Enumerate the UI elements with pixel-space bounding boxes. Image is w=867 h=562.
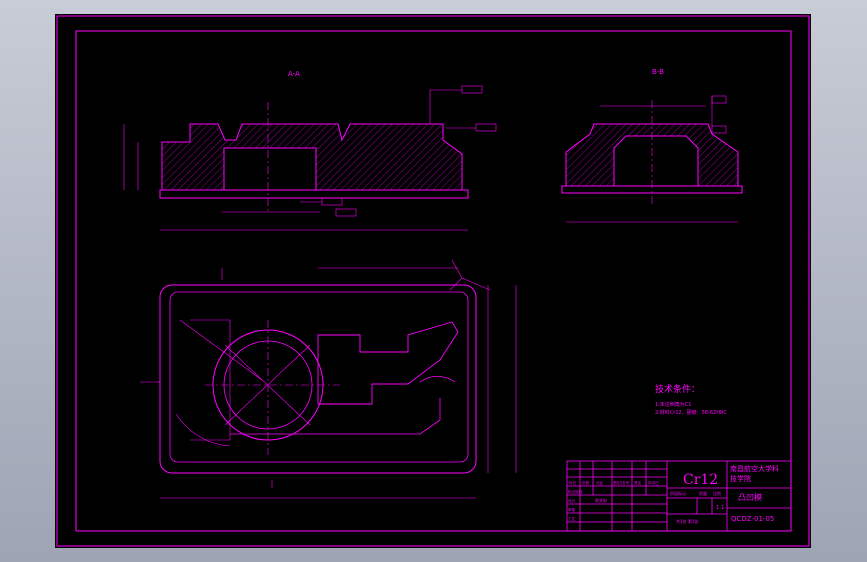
title-part-name: 凸凹模 <box>738 492 762 502</box>
title-school-line1: 南昌航空大学科 <box>730 464 779 473</box>
plan-inner-outline <box>169 291 469 463</box>
tech-req-item-2: 2.材料Cr12，硬度：58-62HRC <box>655 409 727 416</box>
title-school-line2: 技学院 <box>730 474 751 483</box>
sheet-inner-border <box>75 30 792 532</box>
title-weight-label: 质量 <box>699 490 707 496</box>
title-row-label-1: 标记处数 <box>568 489 583 494</box>
title-sheet-info: 共1张 第1张 <box>676 518 698 524</box>
title-material: Cr12 <box>683 472 718 488</box>
title-row-label-2: 设计 <box>568 498 576 503</box>
section-a-view: A-A <box>123 70 497 231</box>
section-a-base <box>159 189 469 199</box>
technical-requirements: 技术条件： 1.未注倒角为C1 2.材料Cr12，硬度：58-62HRC <box>655 383 727 416</box>
title-header-4: 更改文件号 <box>613 480 629 485</box>
title-header-6: 年月日 <box>648 480 659 485</box>
title-block <box>566 460 792 532</box>
title-header-1: 标记 <box>569 480 577 485</box>
title-stage-label: 阶段标记 <box>670 490 686 496</box>
title-scale-label: 比例 <box>713 490 721 496</box>
sheet-outer-border <box>56 15 810 547</box>
title-header-3: 分区 <box>596 480 604 485</box>
title-header-5: 签名 <box>634 480 642 485</box>
drawing-sheet <box>55 14 811 548</box>
title-row-label-4: 工艺 <box>568 516 576 521</box>
section-b-cavity <box>613 135 699 187</box>
tech-req-item-1: 1.未注倒角为C1 <box>655 401 691 408</box>
section-b-label: B-B <box>652 68 664 76</box>
section-b-view: B-B <box>561 68 743 223</box>
section-a-label: A-A <box>288 70 300 78</box>
section-a-cavity <box>223 147 317 191</box>
title-drawing-no: QCDZ-01-05 <box>731 515 774 523</box>
plan-slot-profile <box>317 321 459 405</box>
tech-req-title: 技术条件： <box>655 383 700 395</box>
title-row-label-3: 审核 <box>568 507 576 512</box>
plan-view <box>140 259 517 499</box>
title-scale: 1:1 <box>716 505 724 511</box>
title-header-2: 处数 <box>582 480 590 485</box>
title-designer: 陈文彬 <box>595 497 607 503</box>
plan-outer-outline <box>159 284 477 474</box>
